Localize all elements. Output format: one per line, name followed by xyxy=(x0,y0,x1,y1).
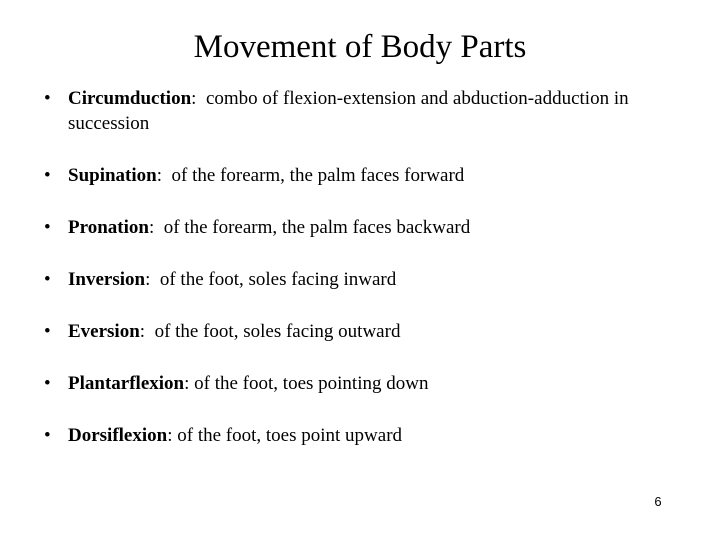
list-item: • Plantarflexion: of the foot, toes poin… xyxy=(34,371,686,396)
term-description: of the foot, soles facing inward xyxy=(159,269,397,290)
term-label: Pronation xyxy=(68,217,149,238)
term-description: of the foot, soles facing outward xyxy=(154,321,401,342)
bullet-point-icon: • xyxy=(44,88,51,109)
term-label: Supination xyxy=(68,165,157,186)
term-label: Dorsiflexion xyxy=(68,425,168,446)
term-separator: : xyxy=(145,269,160,290)
term-separator: : xyxy=(148,217,164,238)
bullet-point-icon: • xyxy=(44,373,51,394)
term-description: of the foot, toes pointing down xyxy=(194,373,429,394)
list-item-text: Dorsiflexion: of the foot, toes point up… xyxy=(68,423,686,448)
term-separator: : xyxy=(167,425,178,446)
list-item: • Pronation: of the forearm, the palm fa… xyxy=(34,215,686,240)
bullet-point-icon: • xyxy=(44,425,51,446)
term-label: Plantarflexion xyxy=(68,373,185,394)
list-item-text: Pronation: of the forearm, the palm face… xyxy=(68,215,686,240)
bullet-point-icon: • xyxy=(44,269,51,290)
bullet-point-icon: • xyxy=(44,165,51,186)
list-item-text: Inversion: of the foot, soles facing inw… xyxy=(68,267,686,292)
list-item-text: Circumduction: combo of flexion-extensio… xyxy=(68,86,686,136)
term-description: of the forearm, the palm faces backward xyxy=(163,217,471,238)
term-description: of the foot, toes point upward xyxy=(177,425,403,446)
term-separator: : xyxy=(139,321,155,342)
term-label: Inversion xyxy=(68,269,146,290)
list-item: • Supination: of the forearm, the palm f… xyxy=(34,163,686,188)
list-item-text: Eversion: of the foot, soles facing outw… xyxy=(68,319,686,344)
bullet-point-icon: • xyxy=(44,321,51,342)
list-item: • Dorsiflexion: of the foot, toes point … xyxy=(34,423,686,448)
bullet-list: • Circumduction: combo of flexion-extens… xyxy=(34,86,686,448)
term-label: Eversion xyxy=(68,321,140,342)
term-description: of the forearm, the palm faces forward xyxy=(171,165,465,186)
bullet-point-icon: • xyxy=(44,217,51,238)
list-item-text: Supination: of the forearm, the palm fac… xyxy=(68,163,686,188)
page-number: 6 xyxy=(654,494,662,509)
list-item: • Circumduction: combo of flexion-extens… xyxy=(34,86,686,136)
list-item: • Eversion: of the foot, soles facing ou… xyxy=(34,319,686,344)
term-separator: : xyxy=(191,88,206,109)
list-item-text: Plantarflexion: of the foot, toes pointi… xyxy=(68,371,686,396)
page-title: Movement of Body Parts xyxy=(193,29,527,65)
term-separator: : xyxy=(156,165,172,186)
term-separator: : xyxy=(184,373,195,394)
list-item: • Inversion: of the foot, soles facing i… xyxy=(34,267,686,292)
term-label: Circumduction xyxy=(68,88,192,109)
term-description: combo of flexion-extension and abduction… xyxy=(68,88,634,134)
